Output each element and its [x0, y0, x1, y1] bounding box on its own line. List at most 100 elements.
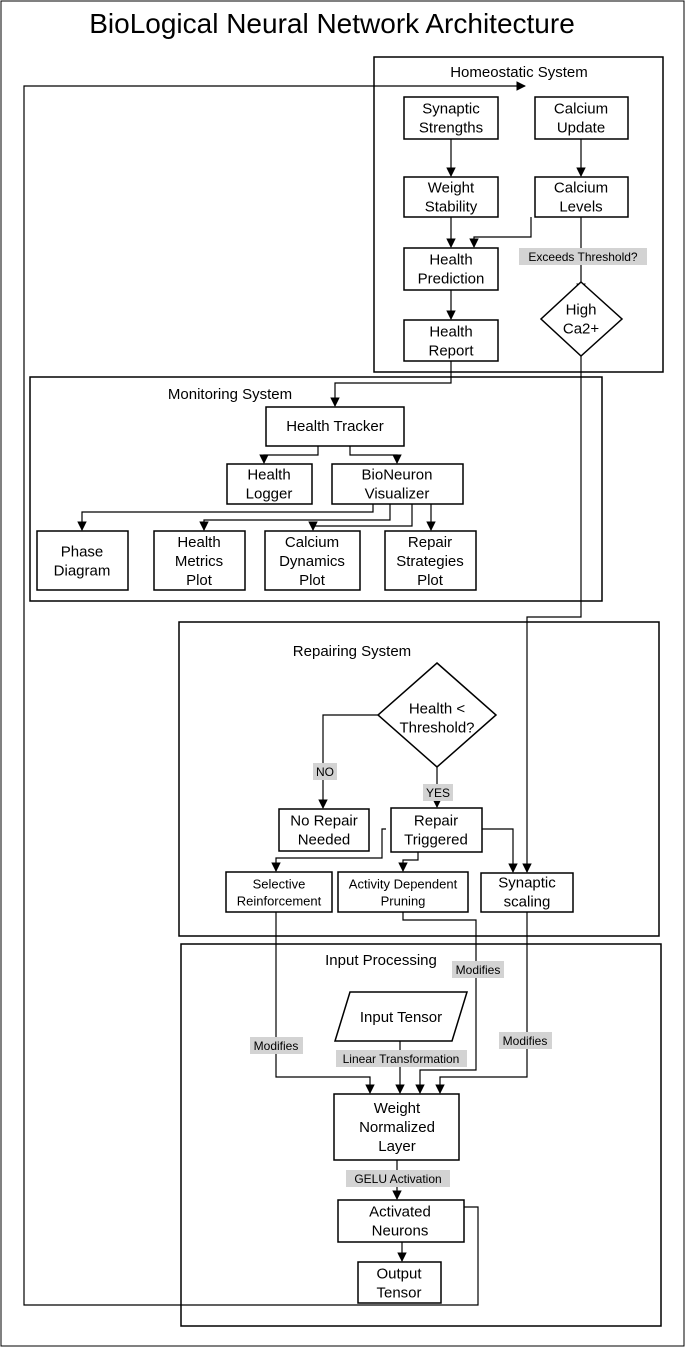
node-label-line: Selective: [253, 877, 306, 892]
cluster-label-homeostatic: Homeostatic System: [450, 64, 588, 81]
node-label-line: Strengths: [419, 120, 483, 137]
node-label-line: Prediction: [418, 271, 485, 288]
label-modifies-scaling: Modifies: [503, 1034, 548, 1048]
node-label-line: Health: [247, 467, 290, 484]
node-label-line: Tensor: [376, 1285, 421, 1302]
node-label-line: Strategies: [396, 553, 464, 570]
node-label-line: scaling: [504, 894, 551, 911]
edge-visualizer-to-metrics: [199, 504, 391, 531]
node-label-line: Health Tracker: [286, 418, 384, 435]
edge-labels: Exceeds Threshold? NO YES Modifies Modif…: [250, 248, 647, 1187]
node-label-line: Repair: [414, 813, 458, 830]
node-label-line: Synaptic: [498, 875, 556, 892]
node-label-line: Diagram: [54, 563, 111, 580]
cluster-label-repairing: Repairing System: [293, 643, 411, 660]
node-label-line: Dynamics: [279, 553, 345, 570]
node-label-line: Ca2+: [563, 321, 600, 338]
label-modifies-reinforcement: Modifies: [254, 1039, 299, 1053]
diagram-title: BioLogical Neural Network Architecture: [89, 8, 575, 39]
edge-report-to-tracker: [330, 361, 452, 407]
node-input-tensor[interactable]: Input Tensor: [333, 991, 469, 1042]
node-label-line: Levels: [559, 199, 602, 216]
node-label-line: Health: [429, 252, 472, 269]
node-label-line: Normalized: [359, 1119, 435, 1136]
node-label-line: Health: [177, 534, 220, 551]
node-label-line: BioNeuron: [362, 467, 433, 484]
node-label-line: No Repair: [290, 813, 358, 830]
edge-feedback-loop: [23, 81, 526, 1306]
node-label-line: Needed: [298, 832, 351, 849]
node-label-line: Input Tensor: [360, 1009, 442, 1026]
node-label-line: Activity Dependent: [349, 877, 458, 892]
node-label-line: Update: [557, 120, 605, 137]
edge-scaling-modifies: [435, 912, 528, 1094]
node-label-line: Weight: [374, 1100, 421, 1117]
edge-threshold-no: [318, 714, 378, 809]
label-modifies-pruning: Modifies: [456, 963, 501, 977]
node-health-tracker[interactable]: Health Tracker: [265, 406, 405, 447]
node-label-line: Stability: [425, 199, 478, 216]
label-no: NO: [316, 765, 334, 779]
node-label-line: High: [566, 302, 597, 319]
node-label-line: Plot: [417, 572, 444, 589]
node-label-line: Neurons: [372, 1223, 429, 1240]
edge-highca-to-scaling: [522, 355, 582, 873]
edge-triggered-to-pruning: [398, 852, 419, 872]
cluster-label-monitoring: Monitoring System: [168, 386, 292, 403]
node-label-line: Synaptic: [422, 101, 480, 118]
node-synaptic-scaling[interactable]: Synaptic scaling: [480, 872, 574, 913]
edge-tracker-to-logger: [259, 446, 319, 464]
label-linear-transformation: Linear Transformation: [343, 1052, 460, 1066]
node-label-line: Threshold?: [399, 720, 474, 737]
node-label-line: Calcium: [554, 180, 608, 197]
edge-visualizer-to-calcium: [308, 504, 413, 531]
node-label-line: Layer: [378, 1138, 416, 1155]
cluster-monitoring-system: Monitoring System: [29, 376, 603, 602]
node-health-threshold-decision[interactable]: Health <Threshold?: [376, 662, 498, 768]
node-label-line: Weight: [428, 180, 475, 197]
node-label: Health <Threshold?: [399, 701, 474, 737]
node-label-line: Plot: [186, 572, 213, 589]
node-label-line: Pruning: [381, 894, 426, 909]
node-label-line: Calcium: [554, 101, 608, 118]
node-label-line: Triggered: [404, 832, 468, 849]
cluster-repairing-system: Repairing System: [178, 621, 660, 937]
label-exceeds-threshold: Exceeds Threshold?: [528, 250, 638, 264]
